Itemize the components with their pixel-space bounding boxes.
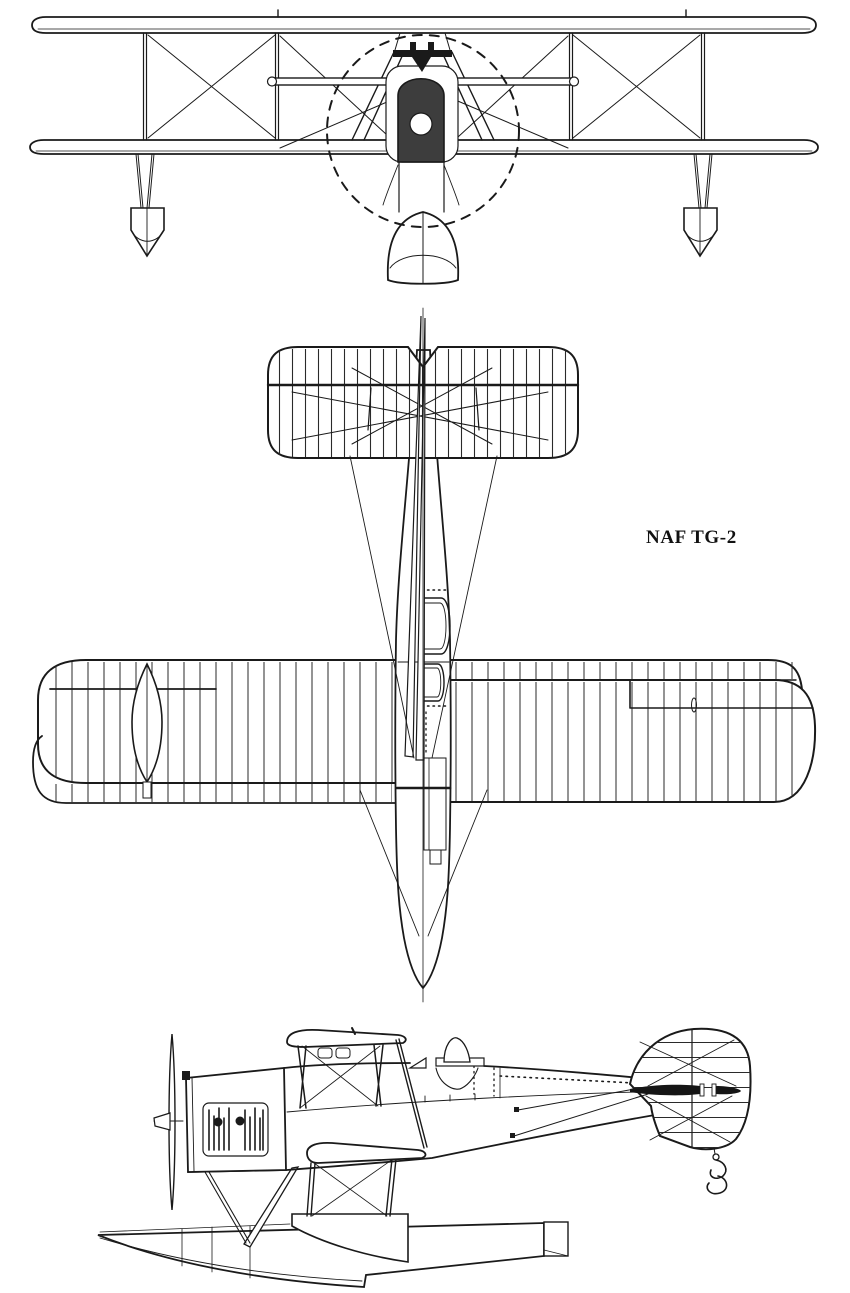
aircraft-type-label: NAF TG-2 [646,527,737,548]
front-view [29,9,819,285]
top-view [32,307,817,1003]
side-view [97,1027,752,1288]
